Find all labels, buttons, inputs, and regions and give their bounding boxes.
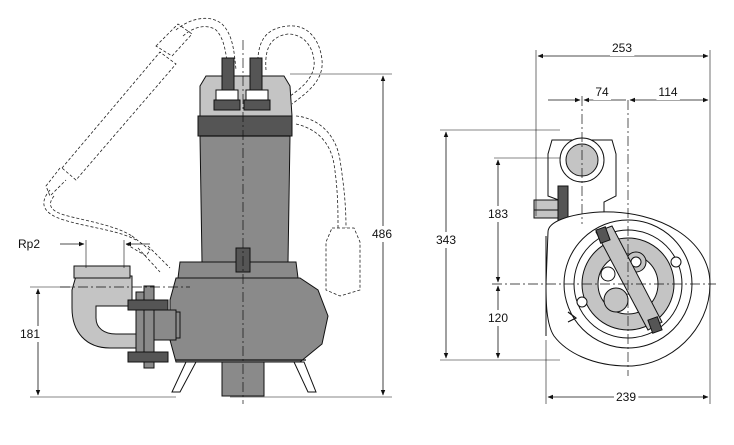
dim-label-114: 114 [658,85,677,99]
plan-view: 253 74 114 343 183 120 239 [433,40,716,405]
label-backing [17,326,43,342]
label-backing [370,226,395,242]
dim-label-183: 183 [488,207,508,221]
motor-housing [177,115,299,279]
dim-label-74: 74 [595,85,609,99]
dim-label-120: 120 [488,311,508,325]
pump-feet [171,361,317,397]
label-backing [613,389,639,405]
label-backing [16,236,43,252]
label-backing [485,310,511,326]
dim-label-rp2: Rp2 [18,237,40,251]
dim-label-239: 239 [616,390,636,404]
label-backing [656,84,680,100]
cable-right [257,25,361,297]
label-backing [433,232,459,248]
label-backing [593,84,611,100]
dim-label-181: 181 [20,327,40,341]
label-backing [485,206,511,222]
dim-label-486: 486 [372,227,392,241]
plan-outlet [533,137,617,225]
label-backing [609,40,635,56]
dim-label-343: 343 [436,233,456,247]
float-switch-upper [43,17,237,273]
dim-label-253: 253 [612,41,632,55]
motor-head [199,57,293,117]
side-view: 486 181 Rp2 [16,17,395,404]
outlet-pipe [71,265,177,369]
pump-casing [163,277,329,363]
